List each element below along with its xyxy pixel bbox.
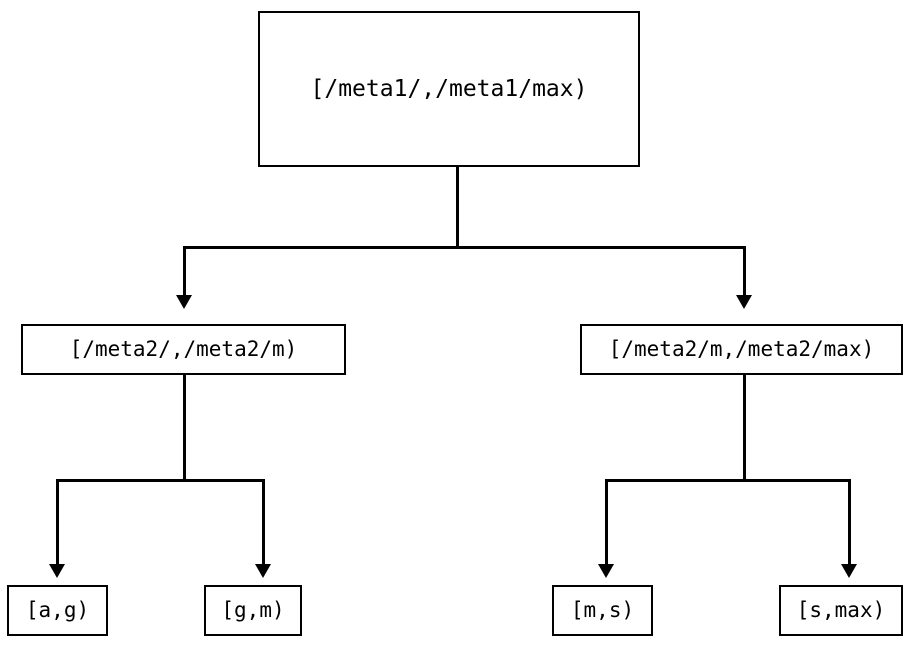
node-mid-left-label: [/meta2/,/meta2/m) <box>69 337 298 361</box>
node-leaf-1[interactable]: [a,g) <box>7 585 108 636</box>
edge-mid-right-stem <box>743 375 746 482</box>
edge-root-to-mid-right-drop <box>743 246 746 297</box>
edge-mid-left-to-leaf-1-drop <box>56 479 59 566</box>
arrowhead-mid-left-to-leaf-1 <box>49 564 65 578</box>
edge-mid-left-stem <box>183 375 186 482</box>
node-mid-left[interactable]: [/meta2/,/meta2/m) <box>21 324 346 375</box>
edge-root-crossbar <box>183 246 745 249</box>
arrowhead-mid-right-to-leaf-4 <box>841 564 857 578</box>
node-leaf-3[interactable]: [m,s) <box>552 585 653 636</box>
edge-mid-right-to-leaf-3-drop <box>605 479 608 566</box>
edge-root-to-mid-left-drop <box>183 246 186 297</box>
arrowhead-root-to-mid-left <box>176 295 192 309</box>
node-mid-right-label: [/meta2/m,/meta2/max) <box>608 337 875 361</box>
node-leaf-2[interactable]: [g,m) <box>204 585 302 636</box>
node-leaf-2-label: [g,m) <box>221 598 285 622</box>
node-root-label: [/meta1/,/meta1/max) <box>310 75 588 102</box>
node-leaf-1-label: [a,g) <box>25 598 90 622</box>
node-root[interactable]: [/meta1/,/meta1/max) <box>258 11 640 167</box>
arrowhead-root-to-mid-right <box>736 295 752 309</box>
edge-root-stem <box>456 167 459 249</box>
edge-mid-right-crossbar <box>605 479 851 482</box>
arrowhead-mid-right-to-leaf-3 <box>598 564 614 578</box>
edge-mid-left-to-leaf-2-drop <box>262 479 265 566</box>
arrowhead-mid-left-to-leaf-2 <box>255 564 271 578</box>
edge-mid-right-to-leaf-4-drop <box>848 479 851 566</box>
edge-mid-left-crossbar <box>56 479 265 482</box>
node-leaf-3-label: [m,s) <box>570 598 635 622</box>
node-leaf-4-label: [s,max) <box>796 598 886 622</box>
node-mid-right[interactable]: [/meta2/m,/meta2/max) <box>580 324 903 375</box>
node-leaf-4[interactable]: [s,max) <box>779 585 903 636</box>
